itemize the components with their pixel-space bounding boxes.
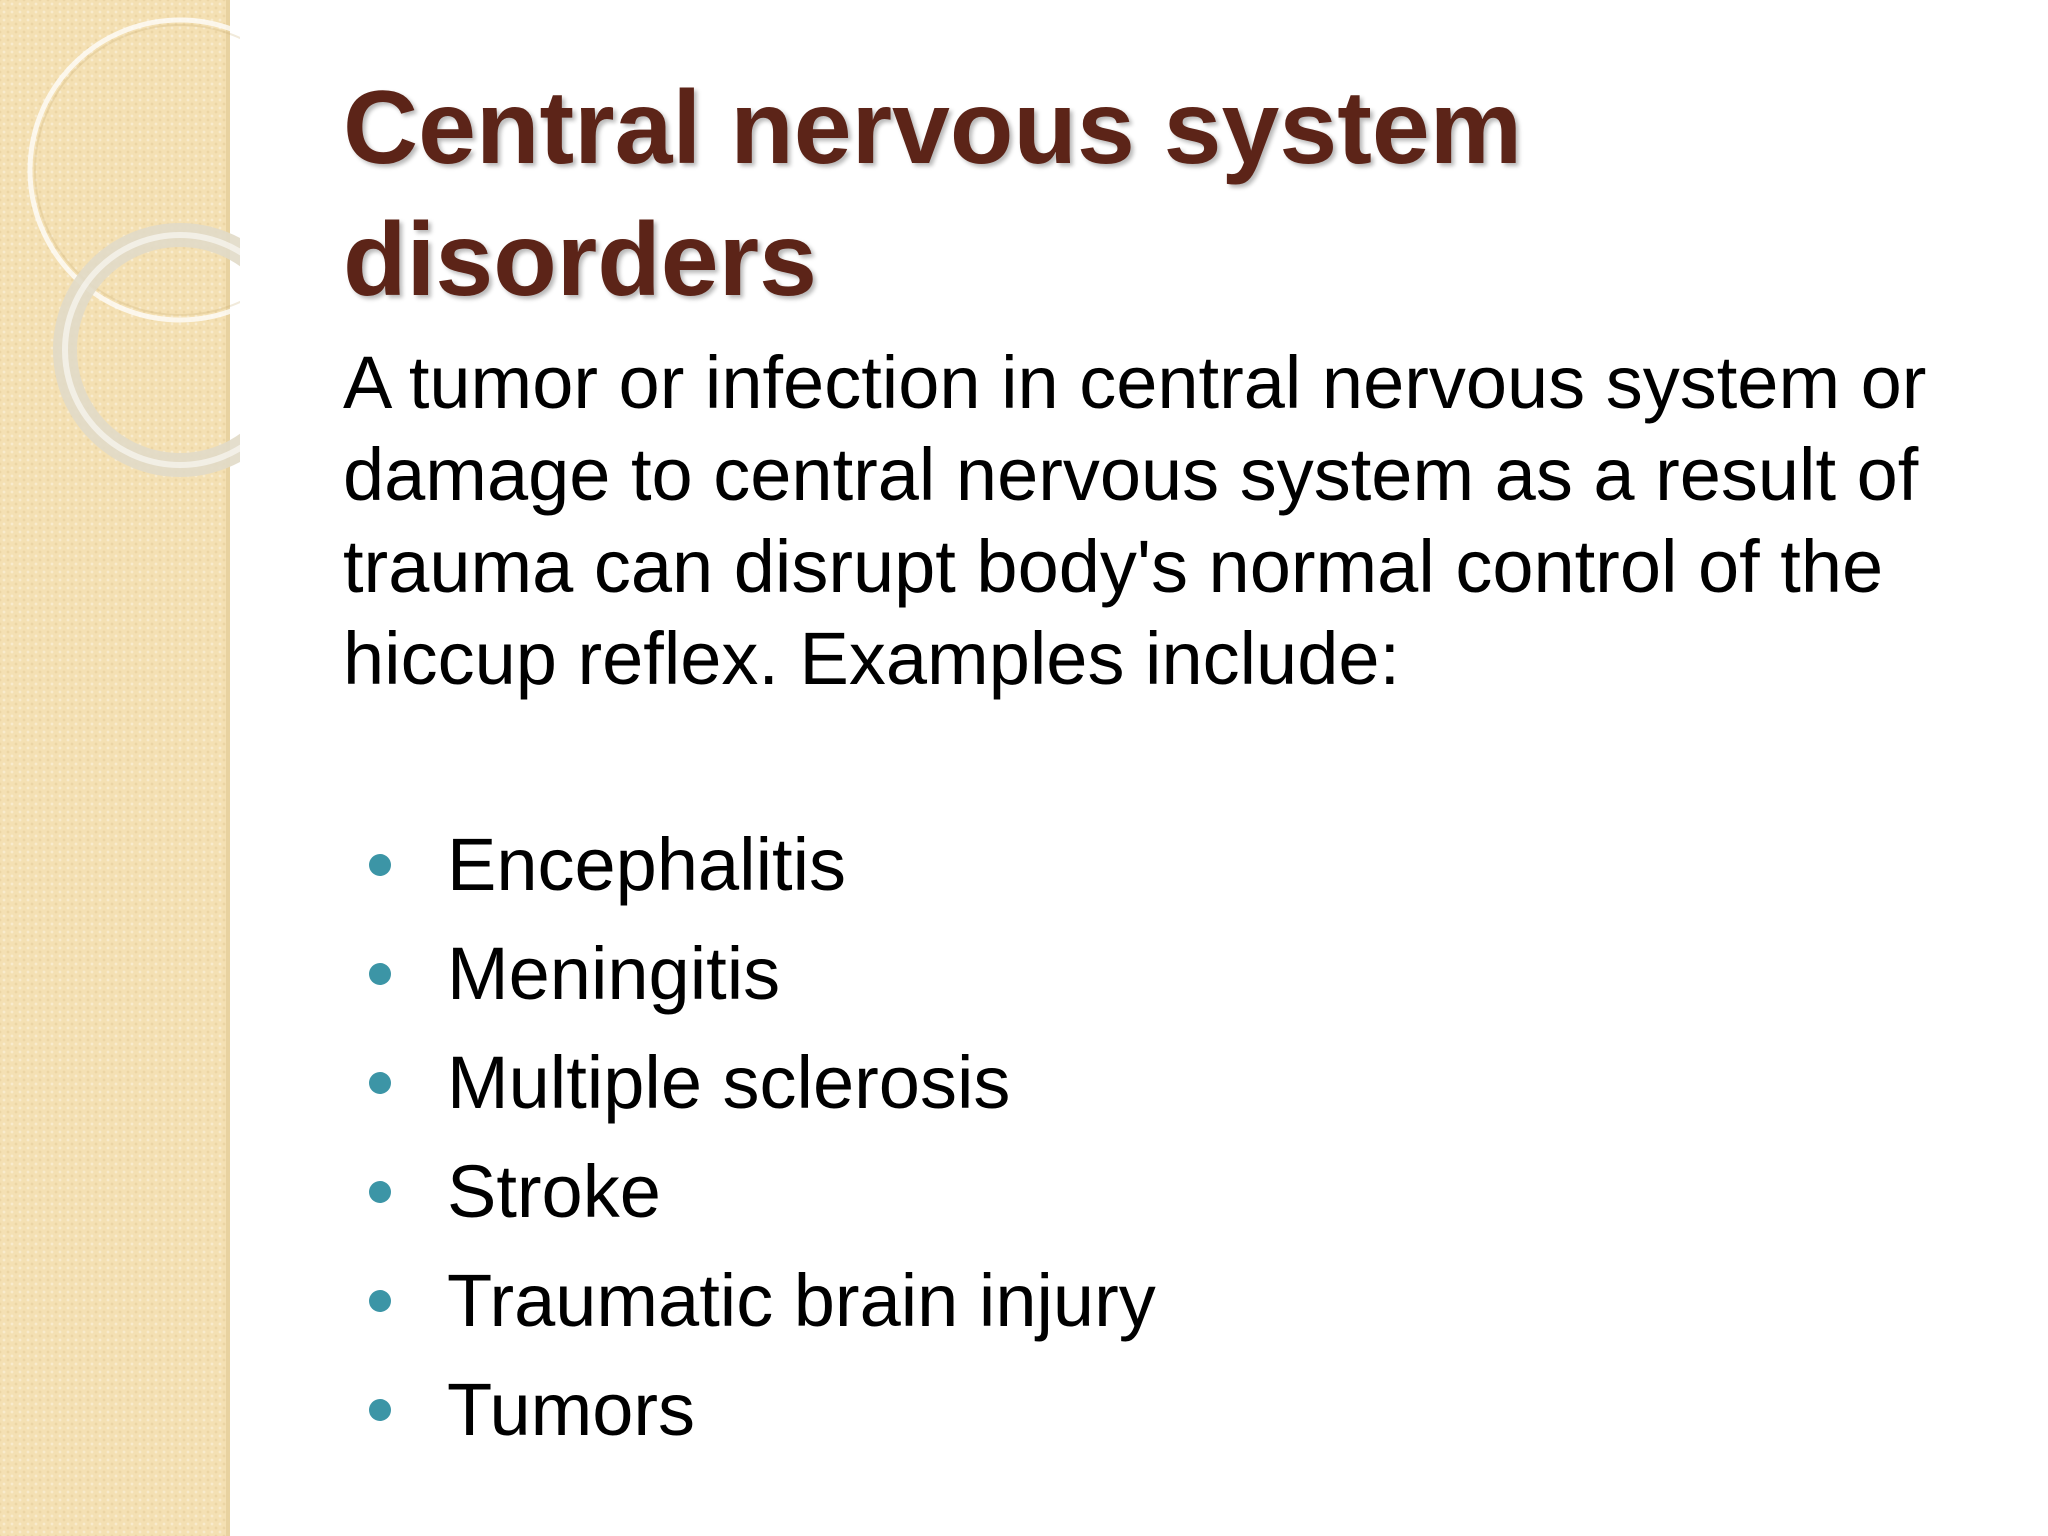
- bullet-label: Tumors: [447, 1367, 696, 1451]
- list-item: Tumors: [343, 1355, 1943, 1464]
- slide-body-text: A tumor or infection in central nervous …: [343, 341, 1927, 700]
- bullet-dot-icon: [369, 1289, 391, 1312]
- bullet-label: Traumatic brain injury: [447, 1258, 1156, 1342]
- decorative-ring-small: [53, 223, 240, 477]
- list-item: Stroke: [343, 1137, 1943, 1246]
- bullet-dot-icon: [369, 962, 391, 985]
- side-decor-edge: [226, 0, 230, 1536]
- decorative-ring-large-shade: [34, 24, 240, 316]
- decorative-ring-large: [27, 17, 240, 323]
- slide-title: Central nervous system disorders: [343, 70, 1523, 318]
- bullet-label: Encephalitis: [447, 822, 847, 906]
- list-item: Multiple sclerosis: [343, 1028, 1943, 1137]
- decorative-ring-small-highlight: [62, 232, 240, 468]
- bullet-dot-icon: [369, 1071, 391, 1094]
- bullet-label: Stroke: [447, 1149, 661, 1233]
- bullet-dot-icon: [369, 1398, 391, 1421]
- list-item: Meningitis: [343, 919, 1943, 1028]
- decorative-rings: [27, 17, 240, 477]
- bullet-dot-icon: [369, 853, 391, 876]
- bullet-label: Multiple sclerosis: [447, 1040, 1011, 1124]
- bullet-dot-icon: [369, 1180, 391, 1203]
- bullet-label: Meningitis: [447, 931, 781, 1015]
- list-item: Encephalitis: [343, 810, 1943, 919]
- list-item: Traumatic brain injury: [343, 1246, 1943, 1355]
- bullet-list: Encephalitis Meningitis Multiple scleros…: [343, 810, 1943, 1464]
